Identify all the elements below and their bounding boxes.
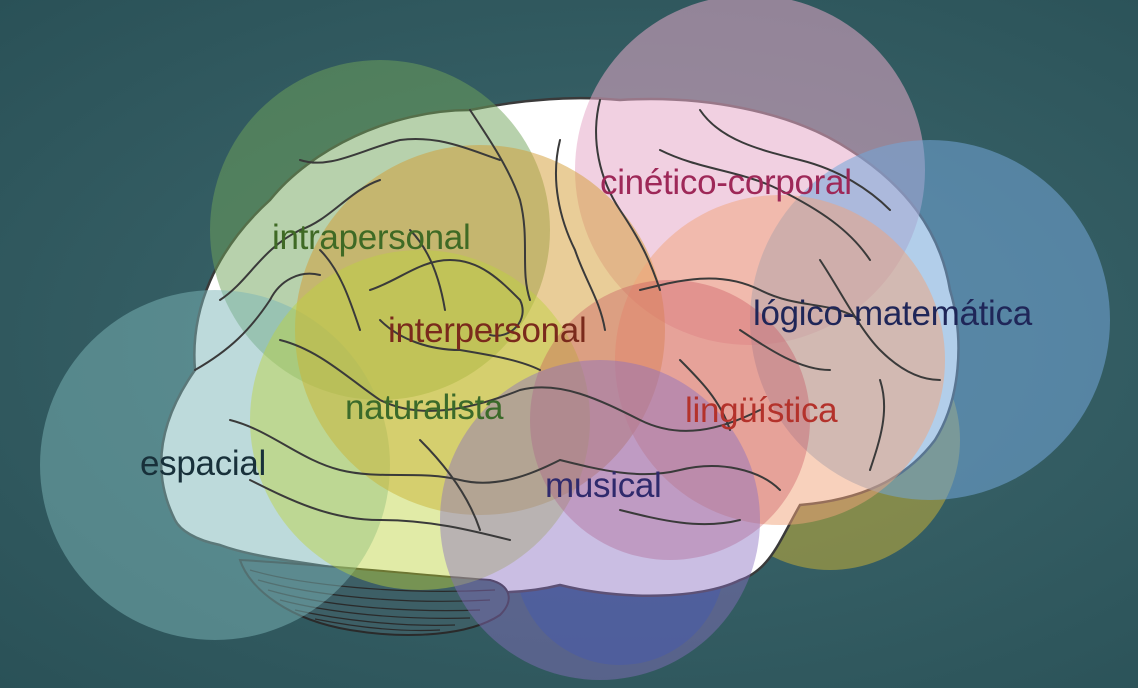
label-intrapersonal: intrapersonal [272, 218, 471, 257]
label-interpersonal: interpersonal [388, 311, 587, 350]
label-naturalista: naturalista [345, 388, 504, 427]
label-linguistica: lingüística [685, 391, 838, 430]
musical-circle [440, 360, 760, 680]
interpersonal-circle [295, 145, 665, 515]
linguistica-circle [615, 195, 945, 525]
label-espacial: espacial [140, 444, 267, 483]
label-logico-matematica: lógico-matemática [753, 294, 1032, 333]
red-circle [530, 280, 810, 560]
label-musical: musical [545, 466, 662, 505]
label-cinetico-corporal: cinético-corporal [600, 163, 852, 202]
brain-folds [194, 99, 941, 541]
